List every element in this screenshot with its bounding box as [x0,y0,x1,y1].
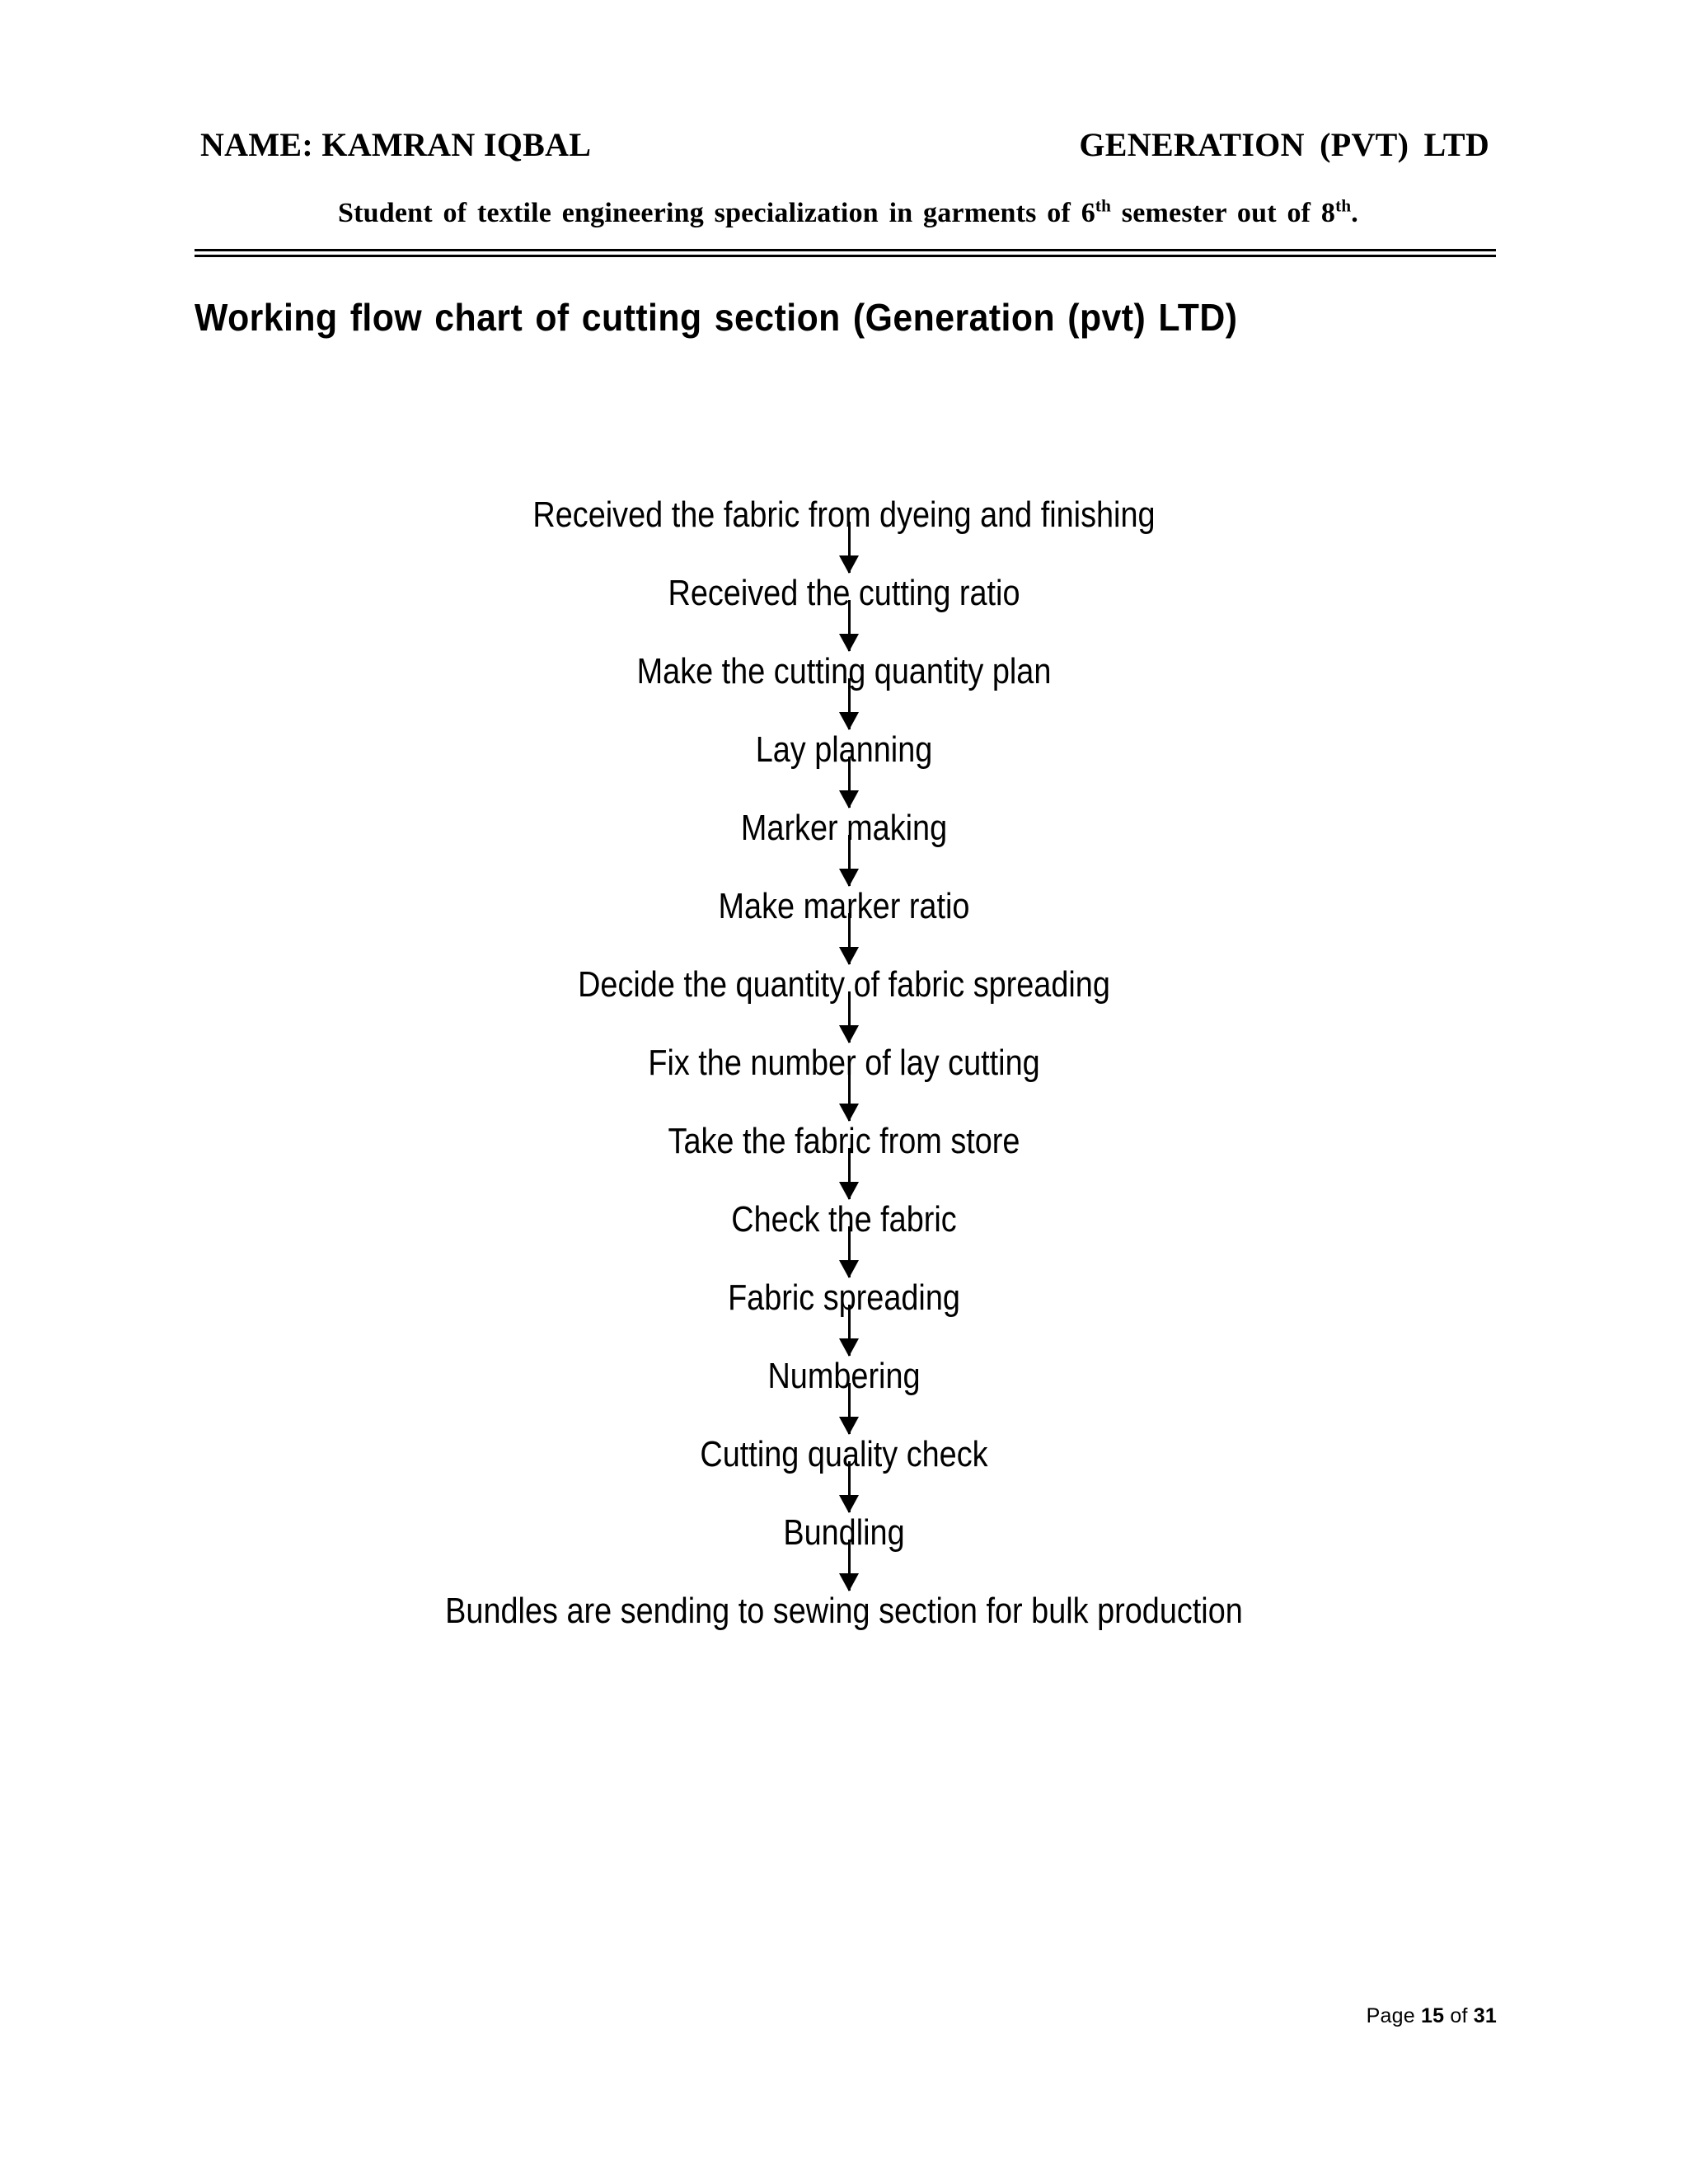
flow-step: Received the fabric from dyeing and fini… [0,494,1688,574]
arrow-head [839,712,859,730]
arrow-head [839,1495,859,1513]
flow-step-label: Bundling [783,1512,905,1553]
flow-step-label: Check the fabric [731,1199,957,1240]
flow-step-label: Lay planning [755,729,933,770]
header-subtitle: Student of textile engineering specializ… [200,195,1496,229]
arrow-shaft [848,678,851,729]
flow-step: Numbering [0,1356,1688,1435]
arrow-head [839,1025,859,1043]
flow-step-label: Received the cutting ratio [668,573,1020,613]
arrow-head [839,947,859,965]
down-arrow-icon [839,1383,859,1435]
arrow-shaft [848,757,851,808]
flow-step: Marker making [0,808,1688,887]
page-footer: Page 15 of 31 [1367,2004,1497,2028]
flow-step: Received the cutting ratio [0,573,1688,652]
down-arrow-icon [839,600,859,652]
footer-total-pages: 31 [1473,2004,1497,2027]
down-arrow-icon [839,991,859,1043]
arrow-shaft [848,600,851,651]
down-arrow-icon [839,913,859,965]
flow-step: Make the cutting quantity plan [0,651,1688,730]
flow-step-label: Marker making [740,808,948,848]
arrow-shaft [848,1461,851,1512]
down-arrow-icon [839,1226,859,1278]
arrow-head [839,1573,859,1591]
arrow-shaft [848,991,851,1043]
document-header: NAME: KAMRAN IQBAL GENERATION (PVT) LTD [200,128,1496,162]
arrow-head [839,1104,859,1122]
flow-step: Decide the quantity of fabric spreading [0,964,1688,1043]
subtitle-ordinal-1: th [1095,195,1112,216]
arrow-shaft [848,1383,851,1434]
flow-step-label: Numbering [767,1356,921,1396]
subtitle-part-3: . [1351,198,1358,228]
arrow-head [839,869,859,887]
arrow-shaft [848,1148,851,1199]
arrow-head [839,1338,859,1357]
down-arrow-icon [839,1305,859,1357]
flow-step: Bundling [0,1512,1688,1591]
flow-step-label: Received the fabric from dyeing and fini… [532,494,1156,535]
flow-step: Take the fabric from store [0,1121,1688,1200]
flow-step: Fix the number of lay cutting [0,1043,1688,1122]
page-title: Working flow chart of cutting section (G… [195,296,1238,339]
arrow-shaft [848,1540,851,1591]
down-arrow-icon [839,757,859,808]
subtitle-ordinal-2: th [1335,195,1352,216]
arrow-shaft [848,1305,851,1356]
down-arrow-icon [839,835,859,887]
footer-page-number: 15 [1421,2004,1445,2027]
arrow-head [839,634,859,652]
down-arrow-icon [839,522,859,574]
down-arrow-icon [839,1461,859,1513]
down-arrow-icon [839,1540,859,1591]
flow-step: Lay planning [0,729,1688,808]
arrow-head [839,1260,859,1278]
flow-step-label: Bundles are sending to sewing section fo… [445,1591,1243,1631]
arrow-shaft [848,1070,851,1121]
flow-step-label: Make the cutting quantity plan [636,651,1052,691]
down-arrow-icon [839,678,859,730]
cutting-section-flowchart: Received the fabric from dyeing and fini… [0,494,1688,1669]
header-student-name: NAME: KAMRAN IQBAL [200,126,592,163]
flow-step: Make marker ratio [0,886,1688,965]
arrow-shaft [848,1226,851,1277]
arrow-head [839,790,859,808]
arrow-head [839,1417,859,1435]
arrow-shaft [848,913,851,964]
down-arrow-icon [839,1148,859,1200]
flow-step-label: Make marker ratio [718,886,970,926]
subtitle-part-1: Student of textile engineering specializ… [338,198,1095,228]
flow-step: Fabric spreading [0,1277,1688,1357]
footer-of-word: of [1444,2004,1474,2027]
flow-step-label: Take the fabric from store [668,1121,1020,1161]
flow-step: Bundles are sending to sewing section fo… [0,1591,1688,1669]
flow-step-label: Cutting quality check [700,1434,988,1474]
arrow-head [839,1182,859,1200]
flow-step-label: Decide the quantity of fabric spreading [578,964,1110,1005]
arrow-shaft [848,835,851,886]
arrow-head [839,555,859,574]
arrow-shaft [848,522,851,573]
down-arrow-icon [839,1070,859,1122]
flow-step-label: Fix the number of lay cutting [648,1043,1040,1083]
flow-step: Cutting quality check [0,1434,1688,1513]
subtitle-part-2: semester out of 8 [1111,198,1336,228]
header-divider-rule [195,249,1496,257]
flow-step-label: Fabric spreading [728,1277,960,1318]
header-company-name: GENERATION (PVT) LTD [1079,126,1489,163]
flow-step: Check the fabric [0,1199,1688,1278]
footer-page-word: Page [1366,2004,1422,2027]
